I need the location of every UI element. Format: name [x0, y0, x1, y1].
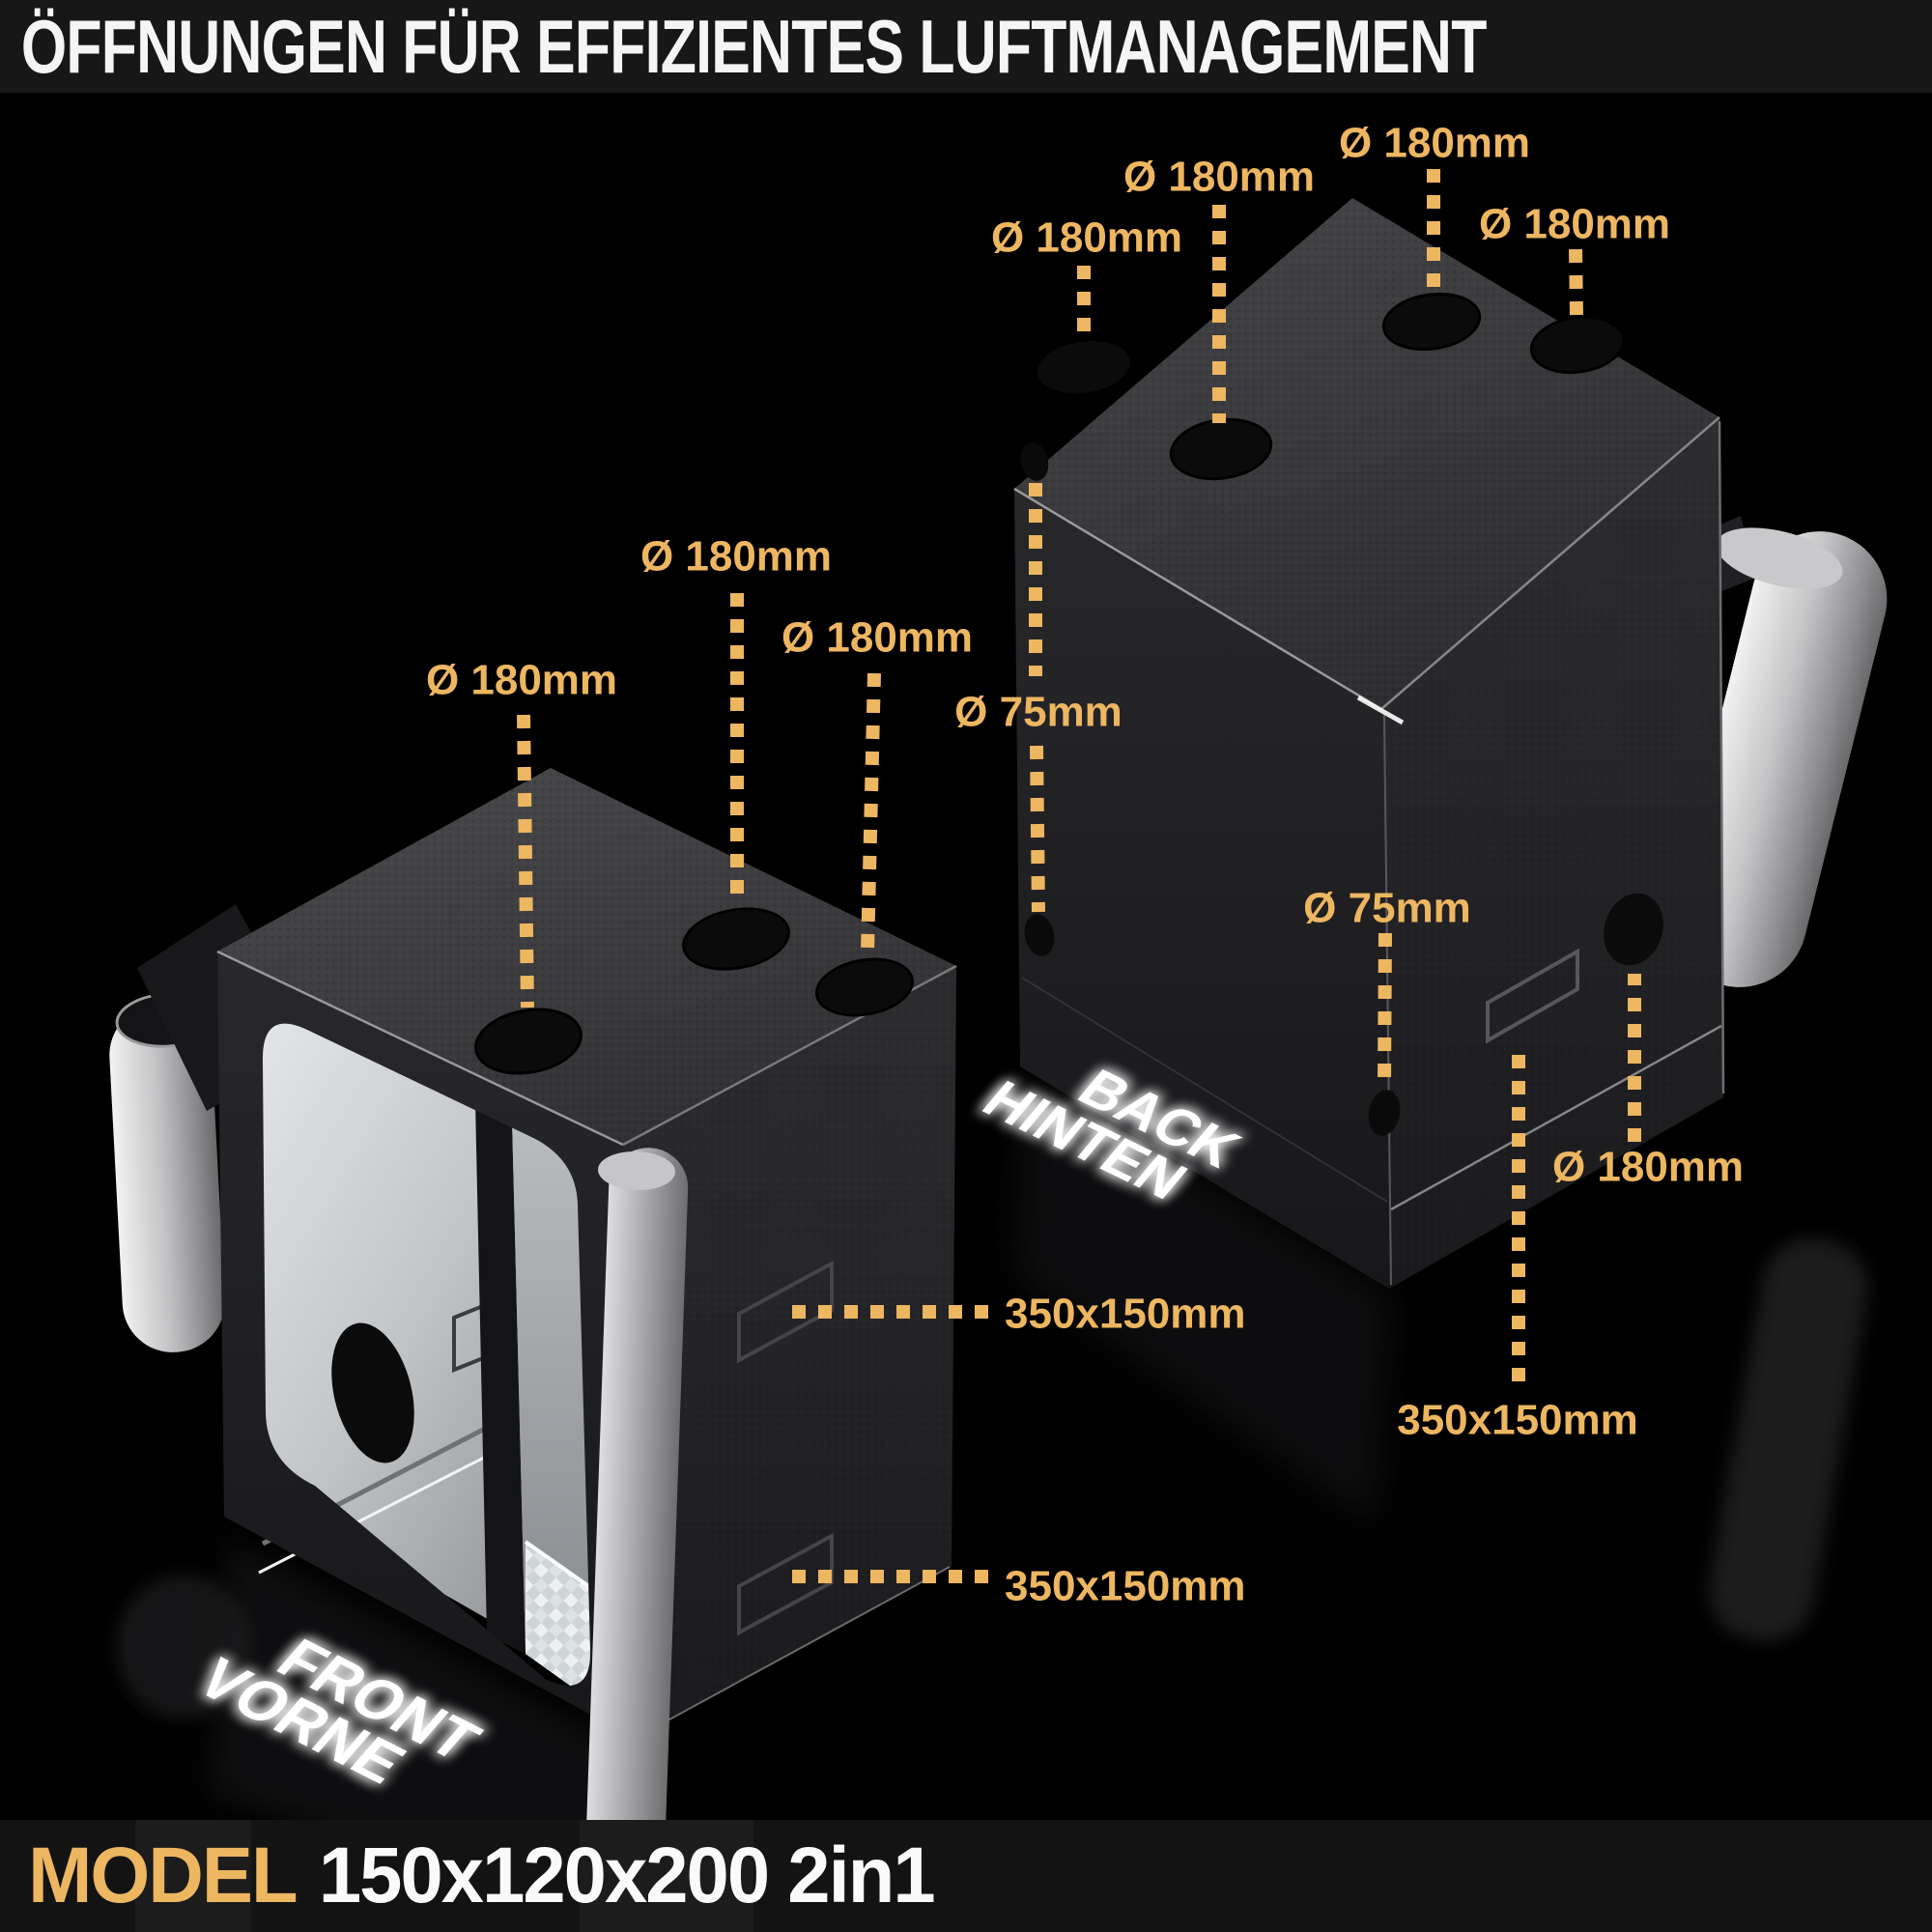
dim-label-back-top-1: Ø 180mm [991, 214, 1182, 262]
dim-label-front-upper-vent: 350x150mm [1005, 1291, 1246, 1338]
port-hole [474, 1008, 582, 1075]
port-hole [1529, 315, 1626, 375]
model-value: 150x120x200 2in1 [318, 1832, 936, 1919]
small-port-hole [1020, 442, 1049, 481]
dim-label-back-top-2: Ø 180mm [1123, 154, 1315, 201]
dim-label-front-top-middle: Ø 180mm [640, 533, 832, 581]
page-title: ÖFFNUNGEN FÜR EFFIZIENTES LUFTMANAGEMENT [20, 3, 1488, 89]
front-box-interior [247, 993, 600, 1705]
dimension-labels: Ø 180mm Ø 180mm Ø 180mm 350x150mm 350x15… [426, 120, 1744, 1610]
port-hole-side [1604, 893, 1663, 966]
dim-label-back-side-port: Ø 180mm [1552, 1144, 1744, 1191]
dim-label-back-side-vent: 350x150mm [1397, 1397, 1638, 1444]
port-hole [815, 957, 914, 1017]
dim-label-front-lower-vent: 350x150mm [1005, 1563, 1246, 1610]
model-label: MODEL [28, 1832, 298, 1919]
leader-line [517, 714, 534, 1009]
dim-label-front-top-left: Ø 180mm [426, 657, 617, 704]
front-rolled-door-duct [584, 1148, 689, 1901]
interior-floor [526, 1542, 597, 1705]
footer-bar: MODEL 150x120x200 2in1 [0, 1820, 1932, 1932]
dim-label-back-front-small: Ø 75mm [1303, 885, 1471, 932]
front-top-ports [474, 907, 914, 1075]
dim-label-back-left-small: Ø 75mm [954, 689, 1122, 736]
leader-line [1569, 248, 1583, 317]
back-box-left-face [1014, 489, 1389, 1289]
footer-reflection [580, 1820, 753, 1932]
small-port-hole [1024, 914, 1055, 956]
port-hole [1381, 292, 1482, 352]
small-port-hole [1368, 1090, 1401, 1136]
back-box-edge-highlights [1013, 416, 1725, 1286]
front-box-front-face [217, 952, 636, 1739]
leader-line [1030, 745, 1045, 913]
front-box [109, 768, 957, 1901]
back-side-vent-outline [1486, 948, 1579, 1044]
interior-divider [475, 1101, 526, 1654]
leader-line [861, 672, 881, 953]
dim-label-front-top-right: Ø 180mm [781, 614, 973, 662]
dim-label-back-top-3: Ø 180mm [1339, 120, 1530, 167]
port-hole [1034, 337, 1134, 397]
back-top-ports [1034, 292, 1626, 481]
title-bar: ÖFFNUNGEN FÜR EFFIZIENTES LUFTMANAGEMENT [0, 0, 1932, 93]
leader-lines [517, 169, 1641, 1583]
port-hole [682, 907, 790, 971]
door-port-hole [331, 1322, 414, 1463]
back-box [1013, 198, 1888, 1289]
dim-label-back-top-4: Ø 180mm [1479, 201, 1670, 248]
footer-reflection [135, 1820, 251, 1932]
